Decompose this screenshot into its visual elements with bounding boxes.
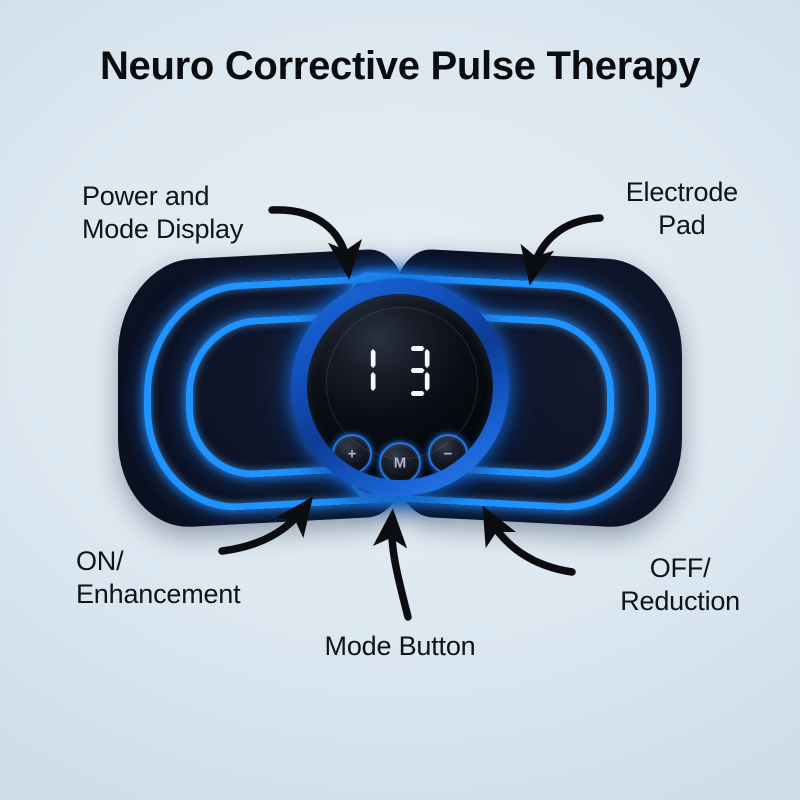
callout-electrode-pad: Electrode Pad <box>625 177 738 240</box>
button-row: + M − <box>307 434 493 480</box>
callout-on-enhancement: ON/ Enhancement <box>76 546 241 609</box>
plus-icon: + <box>347 445 357 462</box>
power-mode-display <box>307 346 493 396</box>
page-title: Neuro Corrective Pulse Therapy <box>99 44 701 88</box>
display-digit-2 <box>405 346 431 396</box>
callout-mode-button: Mode Button <box>324 631 476 661</box>
display-digit-1 <box>370 346 396 396</box>
mode-icon: M <box>393 454 407 471</box>
minus-icon: − <box>443 445 453 462</box>
power-down-button[interactable]: − <box>428 434 468 474</box>
mode-button[interactable]: M <box>379 442 421 480</box>
power-up-button[interactable]: + <box>332 434 372 474</box>
arrow-to-mode-button-icon <box>372 508 412 621</box>
callout-power-mode-display: Power and Mode Display <box>82 181 244 244</box>
dial-face: + M − <box>307 294 493 480</box>
device-illustration: + M − <box>0 247 800 531</box>
control-dial[interactable]: + M − <box>291 278 509 496</box>
callout-off-reduction: OFF/ Reduction <box>620 553 740 616</box>
